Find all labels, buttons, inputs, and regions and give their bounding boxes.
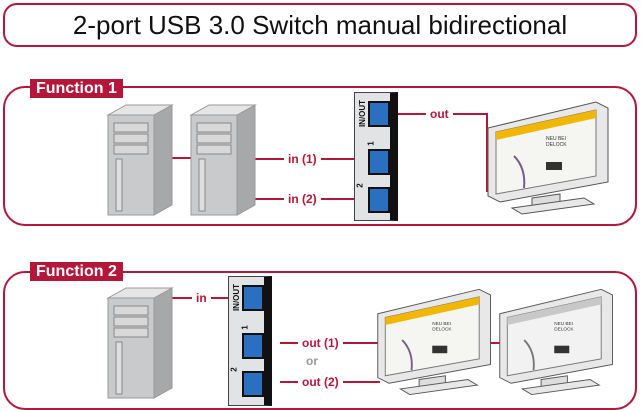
in-2-label: in (2) — [284, 192, 321, 206]
title: 2-port USB 3.0 Switch manual bidirection… — [3, 3, 637, 47]
svg-text:DELOCK: DELOCK — [432, 327, 452, 332]
function-1-panel — [3, 86, 637, 226]
svg-text:DELOCK: DELOCK — [554, 327, 574, 332]
connector-line — [170, 157, 192, 159]
svg-text:NEU BEI: NEU BEI — [554, 321, 573, 326]
usb-port-inout-icon — [242, 285, 264, 311]
in-1-label: in (1) — [284, 152, 321, 166]
monitor-screen-text: NEU BEI — [546, 136, 566, 142]
function-1-label: Function 1 — [30, 79, 123, 98]
svg-text:NEU BEI: NEU BEI — [432, 321, 451, 326]
port-inout-label: IN/OUT — [232, 283, 242, 312]
pc-tower-icon — [106, 104, 174, 216]
function-2-panel — [3, 271, 637, 410]
usb-port-1-icon — [368, 149, 390, 175]
out-1-label: out (1) — [298, 336, 343, 350]
in-label: in — [192, 291, 211, 305]
pc-tower-icon — [189, 104, 257, 216]
port-1-label: 1 — [240, 325, 250, 330]
usb-port-inout-icon — [368, 101, 390, 127]
svg-text:DELOCK: DELOCK — [546, 142, 567, 148]
usb-switch: IN/OUT 1 2 — [228, 276, 272, 406]
out-label: out — [426, 107, 453, 121]
monitor-icon: NEU BEI DELOCK — [487, 101, 609, 215]
usb-port-2-icon — [368, 187, 390, 213]
port-1-label: 1 — [366, 141, 376, 146]
monitor-icon: NEU BEI DELOCK — [499, 288, 613, 396]
monitor-icon: NEU BEI DELOCK — [377, 288, 491, 396]
pc-tower-icon — [106, 287, 174, 399]
port-inout-label: IN/OUT — [358, 99, 368, 128]
out-2-label: out (2) — [298, 375, 343, 389]
or-label: or — [306, 354, 318, 368]
port-2-label: 2 — [355, 183, 365, 188]
connector-line — [486, 113, 488, 191]
connector-line — [488, 342, 508, 344]
usb-port-1-icon — [242, 333, 264, 359]
usb-port-2-icon — [242, 371, 264, 397]
function-2-label: Function 2 — [30, 262, 123, 281]
usb-switch: IN/OUT 1 2 — [354, 92, 398, 221]
port-2-label: 2 — [229, 367, 239, 372]
